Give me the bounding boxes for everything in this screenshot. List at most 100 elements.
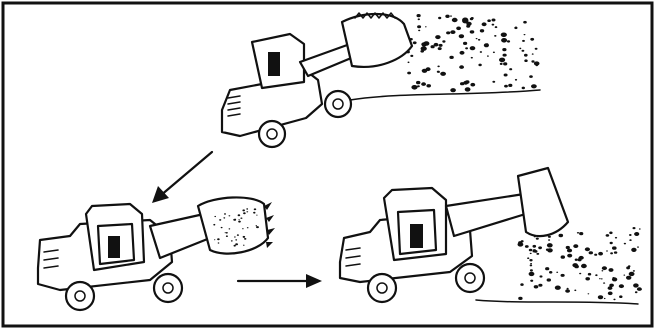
debris-particle	[235, 219, 236, 220]
debris-particle	[437, 66, 439, 68]
loader-3-wheel-rear	[368, 274, 396, 302]
debris-particle	[527, 257, 529, 259]
debris-particle	[577, 232, 579, 234]
loader-1-wheel-front	[325, 91, 351, 117]
debris-particle	[235, 239, 237, 240]
debris-particle	[470, 46, 476, 50]
debris-particle	[246, 211, 248, 212]
debris-particle	[585, 247, 590, 251]
debris-particle	[606, 250, 608, 251]
debris-particle	[522, 40, 525, 42]
debris-particle	[540, 275, 543, 277]
debris-particle	[478, 64, 481, 67]
debris-particle	[465, 87, 471, 91]
debris-particle	[417, 14, 421, 17]
debris-particle	[224, 213, 226, 214]
debris-particle	[573, 244, 578, 248]
debris-particle	[459, 65, 464, 69]
debris-particle	[624, 243, 626, 245]
debris-particle	[214, 239, 215, 240]
debris-particle	[238, 221, 241, 223]
debris-particle	[503, 54, 507, 57]
debris-particle	[234, 245, 236, 247]
debris-particle	[408, 62, 410, 64]
debris-particle	[532, 53, 534, 54]
debris-particle	[508, 84, 512, 87]
debris-particle	[422, 69, 428, 73]
debris-particle	[609, 232, 612, 235]
debris-particle	[247, 227, 249, 228]
debris-particle	[480, 51, 482, 53]
debris-particle	[476, 38, 478, 39]
debris-particle	[626, 266, 630, 269]
debris-particle	[509, 68, 512, 70]
debris-particle	[487, 55, 489, 56]
debris-particle	[529, 75, 533, 78]
debris-particle	[493, 52, 495, 54]
debris-particle	[549, 271, 552, 274]
debris-particle	[214, 216, 216, 217]
debris-particle	[530, 280, 533, 282]
debris-particle	[538, 246, 542, 249]
debris-particle	[529, 249, 533, 252]
debris-particle	[610, 252, 613, 254]
debris-particle	[223, 217, 225, 218]
debris-particle	[486, 43, 488, 45]
debris-particle	[574, 265, 579, 268]
debris-particle	[495, 26, 498, 28]
debris-particle	[413, 41, 417, 44]
debris-particle	[581, 264, 587, 268]
debris-particle	[492, 81, 495, 83]
debris-particle	[595, 274, 597, 276]
debris-particle	[547, 278, 551, 281]
debris-particle	[423, 41, 429, 46]
debris-particle	[470, 18, 473, 20]
debris-particle	[624, 275, 626, 276]
debris-particle	[478, 39, 480, 41]
debris-particle	[234, 236, 236, 237]
debris-particle	[635, 291, 638, 293]
loader-1-wheel-rear	[259, 121, 285, 147]
debris-particle	[615, 237, 617, 239]
debris-particle	[518, 297, 522, 300]
debris-particle	[465, 47, 468, 49]
debris-particle	[421, 82, 426, 86]
debris-particle	[603, 282, 605, 283]
debris-particle	[533, 249, 536, 252]
debris-particle	[445, 15, 449, 18]
debris-particle	[606, 234, 610, 237]
debris-particle	[501, 33, 507, 38]
debris-particle	[633, 283, 639, 287]
debris-particle	[450, 15, 452, 16]
debris-particle	[417, 85, 420, 87]
debris-particle	[253, 212, 255, 214]
debris-particle	[608, 292, 613, 296]
debris-particle	[535, 48, 538, 50]
debris-particle	[470, 83, 475, 87]
debris-particle	[609, 284, 614, 287]
debris-particle	[530, 38, 534, 41]
debris-particle	[633, 270, 635, 272]
loader-2-operator	[108, 236, 120, 258]
debris-particle	[579, 273, 581, 275]
debris-particle	[238, 214, 241, 216]
debris-particle	[601, 278, 603, 279]
debris-particle	[530, 264, 533, 266]
debris-particle	[631, 248, 636, 252]
debris-particle	[545, 267, 549, 270]
debris-particle	[450, 30, 455, 34]
debris-particle	[500, 63, 503, 65]
debris-particle	[426, 84, 431, 87]
debris-particle	[235, 243, 238, 245]
debris-particle	[450, 88, 456, 92]
debris-particle	[410, 55, 413, 57]
debris-particle	[536, 238, 539, 240]
debris-particle	[523, 21, 527, 24]
loader-3-operator	[410, 224, 423, 248]
debris-particle	[629, 272, 635, 276]
debris-particle	[567, 288, 569, 290]
debris-particle	[440, 72, 446, 76]
debris-particle	[435, 35, 440, 39]
debris-particle	[460, 51, 465, 55]
